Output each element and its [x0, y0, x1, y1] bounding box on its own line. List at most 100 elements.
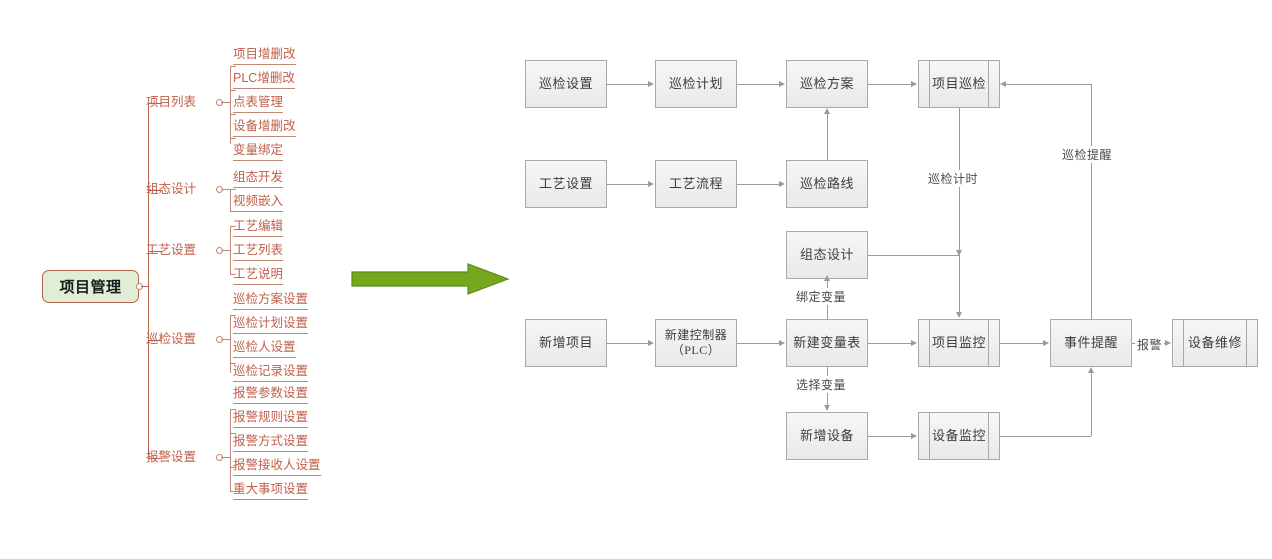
arrowhead-icon [955, 312, 962, 318]
mindmap-connector [221, 339, 231, 341]
flow-edge [1006, 84, 1092, 85]
mindmap-leaf-3-0[interactable]: 巡检方案设置 [233, 292, 309, 310]
mindmap-leaf-3-3[interactable]: 巡检记录设置 [233, 364, 309, 382]
flow-node-zutai-sheji[interactable]: 组态设计 [786, 231, 868, 279]
flow-node-gongyi-liucheng[interactable]: 工艺流程 [655, 160, 737, 208]
mindmap-leaf-0-2[interactable]: 点表管理 [233, 95, 284, 113]
mindmap-connector [148, 103, 162, 105]
mindmap-connector [221, 189, 231, 191]
flow-node-shebei-jiankong[interactable]: 设备监控 [918, 412, 1000, 460]
mindmap-connector [148, 251, 162, 253]
flow-node-label: 组态设计 [799, 247, 854, 262]
mindmap-connector [230, 90, 236, 92]
mindmap-connector [230, 467, 236, 469]
arrowhead-icon [955, 250, 962, 256]
flow-node-xunjian-jihua[interactable]: 巡检计划 [655, 60, 737, 108]
flow-node-label: 项目监控 [931, 335, 986, 350]
arrowhead-icon [823, 108, 830, 114]
flow-node-xinzeng-xiangmu[interactable]: 新增项目 [525, 319, 607, 367]
flow-node-label: 设备维修 [1187, 335, 1242, 350]
mindmap-connector [221, 457, 231, 459]
flow-node-label: 新建变量表 [793, 335, 861, 350]
arrowhead-icon [648, 180, 654, 187]
flow-node-xunjian-luxian[interactable]: 巡检路线 [786, 160, 868, 208]
flow-edge [959, 108, 960, 313]
mindmap-connector [230, 66, 236, 68]
mindmap-leaf-0-4[interactable]: 变量绑定 [233, 143, 284, 161]
mindmap-leaf-4-4[interactable]: 重大事项设置 [233, 482, 309, 500]
arrowhead-icon [1000, 80, 1006, 87]
arrowhead-icon [779, 339, 785, 346]
flow-node-shebei-weixiu[interactable]: 设备维修 [1172, 319, 1258, 367]
edge-label-xuanze-bianliang: 选择变量 [794, 376, 849, 393]
flow-node-xiangmu-xunjian[interactable]: 项目巡检 [918, 60, 1000, 108]
mindmap-subtrunk-4 [230, 409, 232, 491]
flow-edge [1091, 84, 1092, 319]
mindmap-connector [230, 189, 236, 191]
mindmap-leaf-4-0[interactable]: 报警参数设置 [233, 386, 309, 404]
arrowhead-icon [648, 339, 654, 346]
mindmap-connector [141, 286, 149, 288]
mindmap-leaf-3-1[interactable]: 巡检计划设置 [233, 316, 309, 334]
mindmap-branch-label-4[interactable]: 报警设置 [146, 450, 197, 464]
mindmap-leaf-1-0[interactable]: 组态开发 [233, 170, 284, 188]
mindmap-connector [148, 340, 162, 342]
flow-node-label: 设备监控 [931, 428, 986, 443]
flow-edge [868, 255, 959, 256]
flow-node-xinjian-kongzhiqi[interactable]: 新建控制器 （PLC） [655, 319, 737, 367]
flow-edge [607, 84, 649, 85]
edge-label-xunjian-jishi: 巡检计时 [926, 170, 981, 187]
mindmap-subtrunk-1 [230, 189, 232, 212]
arrowhead-icon [779, 180, 785, 187]
flow-node-xiangmu-jiankong[interactable]: 项目监控 [918, 319, 1000, 367]
arrowhead-icon [1087, 367, 1094, 373]
flow-node-xinzeng-shebei[interactable]: 新增设备 [786, 412, 868, 460]
mindmap-connector [221, 102, 231, 104]
flow-edge [868, 343, 912, 344]
mindmap-leaf-3-2[interactable]: 巡检人设置 [233, 340, 296, 358]
flow-node-label: 项目巡检 [931, 76, 986, 91]
mindmap-connector [230, 138, 236, 140]
mindmap-leaf-4-2[interactable]: 报警方式设置 [233, 434, 309, 452]
arrowhead-icon [823, 405, 830, 411]
mindmap-branch-label-0[interactable]: 项目列表 [146, 95, 197, 109]
flow-edge [868, 84, 912, 85]
mindmap: 项目管理 项目列表 项目增删改 PLC增删改 点表管理 设备增删改 变量绑定 组… [0, 0, 520, 559]
flow-node-xunjian-fangan[interactable]: 巡检方案 [786, 60, 868, 108]
mindmap-connector [230, 274, 236, 276]
mindmap-leaf-0-0[interactable]: 项目增删改 [233, 47, 296, 65]
mindmap-leaf-1-1[interactable]: 视频嵌入 [233, 194, 284, 212]
edge-label-bangding-bianliang: 绑定变量 [794, 288, 849, 305]
flow-node-gongyi-shezhi[interactable]: 工艺设置 [525, 160, 607, 208]
flow-node-label: 新建控制器 （PLC） [664, 328, 728, 357]
mindmap-leaf-4-3[interactable]: 报警接收人设置 [233, 458, 321, 476]
mindmap-branch-label-3[interactable]: 巡检设置 [146, 332, 197, 346]
mindmap-leaf-0-1[interactable]: PLC增删改 [233, 71, 295, 89]
flow-node-xinjian-bianliang[interactable]: 新建变量表 [786, 319, 868, 367]
mindmap-branch-label-2[interactable]: 工艺设置 [146, 243, 197, 257]
flow-edge [607, 343, 649, 344]
flow-node-label: 工艺流程 [668, 176, 723, 191]
mindmap-root-node[interactable]: 项目管理 [42, 270, 139, 303]
edge-label-baojing: 报警 [1135, 336, 1165, 353]
mindmap-leaf-4-1[interactable]: 报警规则设置 [233, 410, 309, 428]
mindmap-trunk [148, 103, 150, 458]
flow-edge [737, 84, 780, 85]
flow-node-shijian-tixing[interactable]: 事件提醒 [1050, 319, 1132, 367]
mindmap-leaf-2-1[interactable]: 工艺列表 [233, 243, 284, 261]
flow-node-label: 巡检计划 [668, 76, 723, 91]
mindmap-leaf-2-0[interactable]: 工艺编辑 [233, 219, 284, 237]
flow-node-label: 巡检方案 [799, 76, 854, 91]
arrowhead-icon [823, 275, 830, 281]
arrowhead-icon [911, 80, 917, 87]
flow-edge [868, 436, 912, 437]
mindmap-branch-label-1[interactable]: 组态设计 [146, 182, 197, 196]
flow-node-xunjian-shezhi[interactable]: 巡检设置 [525, 60, 607, 108]
mindmap-leaf-0-3[interactable]: 设备增删改 [233, 119, 296, 137]
mindmap-leaf-2-2[interactable]: 工艺说明 [233, 267, 284, 285]
mindmap-connector [230, 114, 236, 116]
flow-edge [737, 184, 780, 185]
mindmap-connector [230, 491, 236, 493]
